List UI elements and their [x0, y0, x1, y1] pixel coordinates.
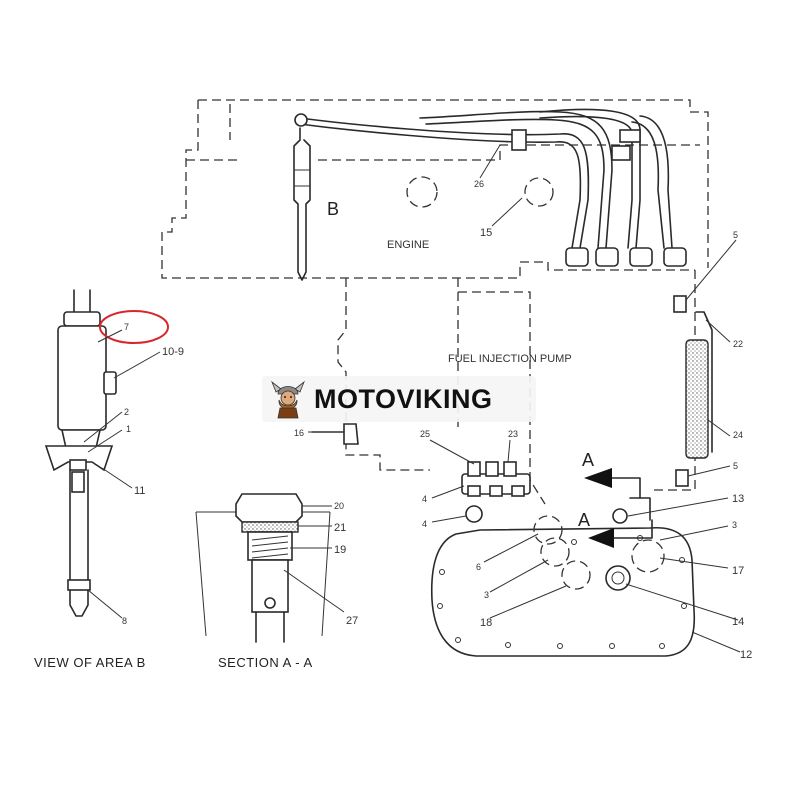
callout-26: 26: [474, 179, 484, 189]
callout-27: 27: [346, 615, 358, 627]
callout-23: 23: [508, 429, 518, 439]
callout-25: 25: [420, 429, 430, 439]
callout-5-bottom: 5: [733, 461, 738, 471]
arrow-a-bottom-label: A: [578, 510, 590, 530]
right-bracket: [673, 295, 713, 487]
callout-24: 24: [733, 430, 743, 440]
arrow-a-top-label: A: [582, 450, 594, 470]
callout-3-right: 3: [732, 520, 737, 530]
callout-2: 2: [124, 407, 129, 417]
callout-15: 15: [480, 227, 492, 239]
callout-10-9: 10-9: [162, 346, 184, 358]
area-b-label: B: [327, 199, 339, 219]
callout-4-bottom: 4: [422, 519, 427, 529]
callout-12: 12: [740, 649, 752, 661]
callout-6: 6: [476, 562, 481, 572]
view-of-area-b: [44, 289, 117, 617]
callout-18: 18: [480, 617, 492, 629]
section-arrows: A A: [578, 450, 653, 548]
section-a-a: [195, 493, 331, 643]
callout-5-top: 5: [733, 230, 738, 240]
engine-label: ENGINE: [387, 239, 429, 251]
callout-20: 20: [334, 501, 344, 511]
injector-area-b: [293, 113, 311, 281]
fuel-lines: [299, 108, 673, 249]
callout-19: 19: [334, 544, 346, 556]
part-16: [311, 423, 359, 445]
callout-16: 16: [294, 428, 304, 438]
fuel-injection-pump-label: FUEL INJECTION PUMP: [448, 353, 572, 365]
watermark-brand-text: MOTOVIKING: [314, 383, 493, 414]
leader-lines: [83, 144, 741, 653]
callout-4-top: 4: [422, 494, 427, 504]
engine-outline: B ENGINE: [161, 99, 709, 279]
viking-mascot-icon: [271, 380, 305, 419]
callout-3-left: 3: [484, 590, 489, 600]
callout-22: 22: [733, 339, 743, 349]
callout-13: 13: [732, 493, 744, 505]
callout-7: 7: [124, 322, 129, 332]
callout-11: 11: [134, 485, 145, 497]
caption-section-a-a: SECTION A - A: [218, 655, 313, 670]
cover-plate: [430, 497, 696, 657]
callout-1: 1: [126, 424, 131, 434]
callout-21: 21: [334, 522, 346, 534]
watermark-banner: MOTOVIKING: [262, 376, 536, 422]
caption-view-of-area-b: VIEW OF AREA B: [34, 655, 146, 670]
callout-8: 8: [122, 616, 127, 626]
highlight-ellipse: [99, 310, 169, 344]
callout-numbers: 26 15 5 22 24 5 16 25 23 4 4 13 3 17 6 3…: [122, 179, 752, 661]
callout-14: 14: [732, 616, 744, 628]
callout-17: 17: [732, 565, 744, 577]
fitting-block: [461, 461, 531, 523]
